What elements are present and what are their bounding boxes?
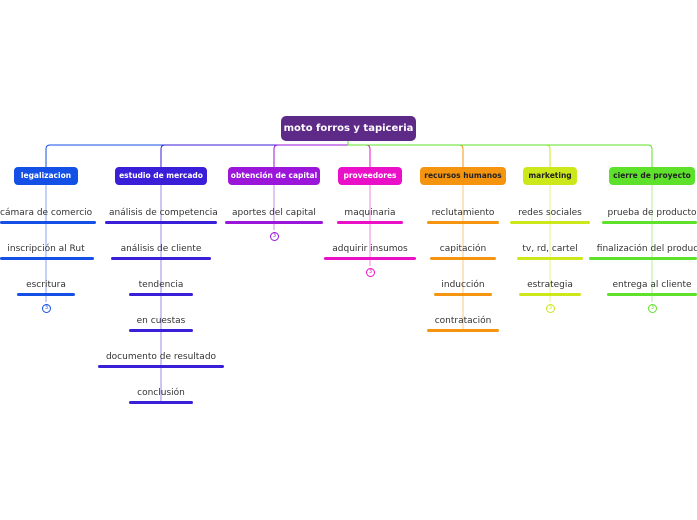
subtopic-label[interactable]: escritura (26, 280, 66, 290)
branch-connector (45, 141, 349, 167)
subtopic-underline (324, 257, 416, 260)
branch-topic[interactable]: estudio de mercado (115, 167, 207, 185)
collapse-toggle[interactable]: 3 (366, 268, 375, 277)
subtopic-underline (129, 293, 193, 296)
subtopic-label[interactable]: tendencia (138, 280, 184, 290)
subtopic-underline (519, 293, 581, 296)
subtopic-underline (17, 293, 75, 296)
subtopic-label[interactable]: cámara de comercio (0, 208, 93, 218)
collapse-toggle[interactable]: 3 (546, 304, 555, 313)
subtopic-underline (427, 221, 499, 224)
subtopic-label[interactable]: adquirir insumos (332, 244, 408, 254)
subtopic-label[interactable]: prueba de producto (607, 208, 697, 218)
subtopic-underline (430, 257, 496, 260)
subtopic-label[interactable]: contratación (434, 316, 492, 326)
subtopic-underline (510, 221, 590, 224)
subtopic-underline (337, 221, 403, 224)
subtopic-underline (98, 365, 224, 368)
branch-topic[interactable]: proveedores (338, 167, 402, 185)
branch-topic[interactable]: cierre de proyecto (609, 167, 695, 185)
subtopic-label[interactable]: inscripción al Rut (7, 244, 85, 254)
subtopic-underline (589, 257, 697, 260)
branch-topic[interactable]: recursos humanos (420, 167, 506, 185)
subtopic-underline (105, 221, 217, 224)
subtopic-label[interactable]: estrategia (527, 280, 573, 290)
subtopic-underline (517, 257, 583, 260)
subtopic-underline (111, 257, 211, 260)
subtopic-underline (0, 221, 96, 224)
subtopic-label[interactable]: análisis de cliente (120, 244, 202, 254)
branch-topic[interactable]: legalizacion (14, 167, 78, 185)
subtopic-label[interactable]: entrega al cliente (612, 280, 692, 290)
subtopic-underline (434, 293, 492, 296)
subtopic-label[interactable]: redes sociales (518, 208, 582, 218)
subtopic-label[interactable]: finalización del producto (596, 244, 697, 254)
subtopic-label[interactable]: documento de resultado (105, 352, 217, 362)
branch-topic[interactable]: obtención de capital (228, 167, 320, 185)
branch-topic[interactable]: marketing (523, 167, 577, 185)
subtopic-label[interactable]: reclutamiento (431, 208, 495, 218)
subtopic-label[interactable]: tv, rd, cartel (522, 244, 578, 254)
subtopic-underline (0, 257, 94, 260)
subtopic-label[interactable]: inducción (441, 280, 485, 290)
subtopic-label[interactable]: capitación (439, 244, 487, 254)
branch-connector (347, 141, 653, 167)
subtopic-underline (129, 401, 193, 404)
subtopic-underline (225, 221, 323, 224)
subtopic-underline (427, 329, 499, 332)
collapse-toggle[interactable]: 3 (42, 304, 51, 313)
subtopic-label[interactable]: en cuestas (136, 316, 186, 326)
branch-connector (273, 141, 349, 167)
subtopic-label[interactable]: aportes del capital (232, 208, 316, 218)
branch-connector (160, 141, 349, 167)
root-topic[interactable]: moto forros y tapiceria (281, 116, 416, 141)
subtopic-label[interactable]: análisis de competencia (109, 208, 218, 218)
subtopic-underline (607, 293, 697, 296)
subtopic-label[interactable]: conclusión (137, 388, 185, 398)
subtopic-label[interactable]: maquinaria (344, 208, 396, 218)
subtopic-underline (129, 329, 193, 332)
collapse-toggle[interactable]: 3 (270, 232, 279, 241)
collapse-toggle[interactable]: 3 (648, 304, 657, 313)
subtopic-underline (602, 221, 697, 224)
